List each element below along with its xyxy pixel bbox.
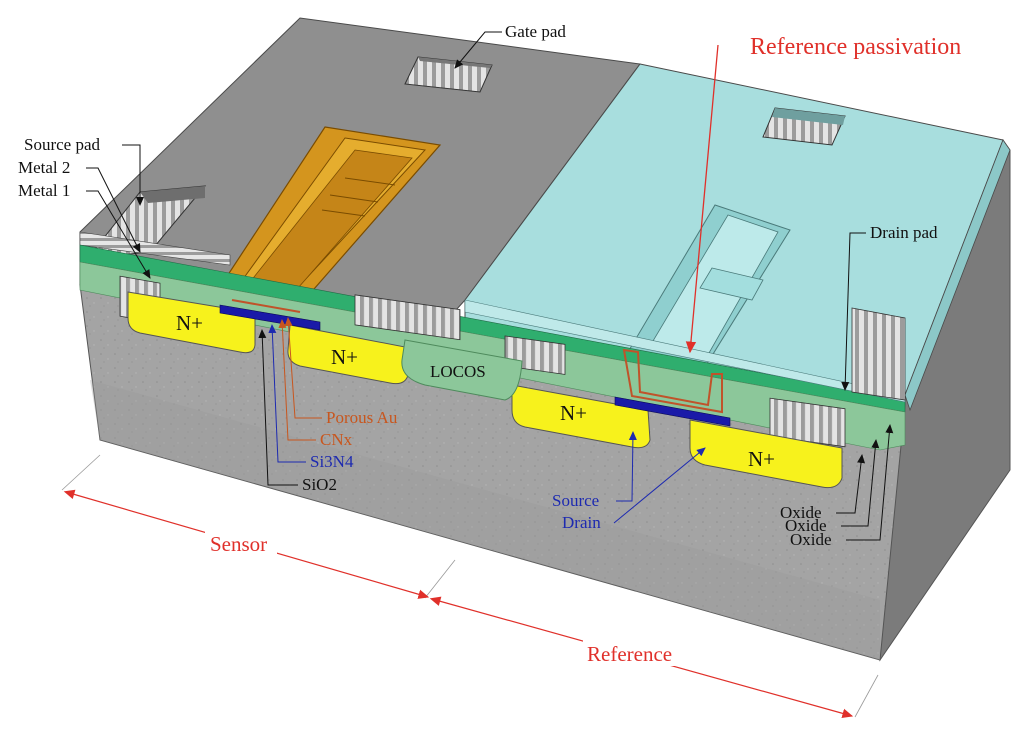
source-pad-label: Source pad [24,135,101,154]
reference-cnx-outline [622,348,723,414]
cnx-label: CNx [320,430,353,449]
reference-label: Reference [587,642,672,666]
source-label: Source [552,491,599,510]
sio2-leader [258,329,298,486]
oxide-leader-2 [841,439,880,527]
reference-well-step [699,267,764,301]
metal-band-front [79,231,231,266]
sensor-label: Sensor [210,532,267,556]
reference-passivation-label: Reference passivation [750,34,961,60]
oxide-label-3: Oxide [790,530,832,549]
oxide-label-1: Oxide [780,503,822,522]
sio2-label: SiO2 [302,475,337,494]
sensor-extension-left [61,454,101,491]
locos-region [401,339,523,401]
locos-label: LOCOS [430,362,486,381]
reference-extension-right [854,674,879,718]
porous-au-leader [284,317,322,419]
middle-metal-plug [354,294,461,341]
sensor-extension-right [424,559,456,599]
drain-label: Drain [562,513,601,532]
oxide-leader-3 [846,424,894,541]
sensor-label-bg [205,530,277,556]
metal-1-leader [86,190,151,279]
porous-au-step2 [329,194,379,203]
metal-1-label: Metal 1 [18,181,70,200]
source-leader [616,431,637,502]
n-plus-label-1: N+ [176,311,203,335]
porous-au-label: Porous Au [326,408,398,427]
source-pad-leader [122,144,144,206]
porous-au-step3 [321,209,366,217]
n-plus-label-4: N+ [748,447,775,471]
gate-pad-leader [454,31,502,69]
si3n4-leader [268,324,306,463]
drain-leader [613,447,706,524]
gate-pad-label: Gate pad [505,22,566,41]
substrate-front-shade [90,380,880,660]
n-plus-region-4 [689,419,843,489]
sensor-cnx-line [231,299,301,313]
cnx-leader [278,319,316,441]
reference-top-pad-wall [772,108,845,125]
si3n4-label: Si3N4 [310,452,354,471]
metal-2-leader [86,167,141,253]
sensor-si3n4 [219,304,321,331]
drain-pad-label: Drain pad [870,223,938,242]
source-pad-wall [140,186,205,203]
passivation-side [904,139,1011,412]
oxide-label-2: Oxide [785,516,827,535]
metal-2-label: Metal 2 [18,158,70,177]
porous-au-step1 [344,177,396,186]
n-plus-region-3 [511,384,651,449]
drain-pad-opening [851,307,906,401]
n-plus-label-3: N+ [560,401,587,425]
reference-label-bg [583,640,685,666]
n-plus-label-2: N+ [331,345,358,369]
n-plus-region-2 [287,324,409,385]
reference-si3n4 [614,396,731,427]
oxide-leader-1 [836,454,866,514]
reference-passivation-arrow [685,44,719,354]
drain-pad-leader [841,232,866,391]
passivation-front-edge [464,299,906,403]
n-plus-region-1 [127,291,256,354]
